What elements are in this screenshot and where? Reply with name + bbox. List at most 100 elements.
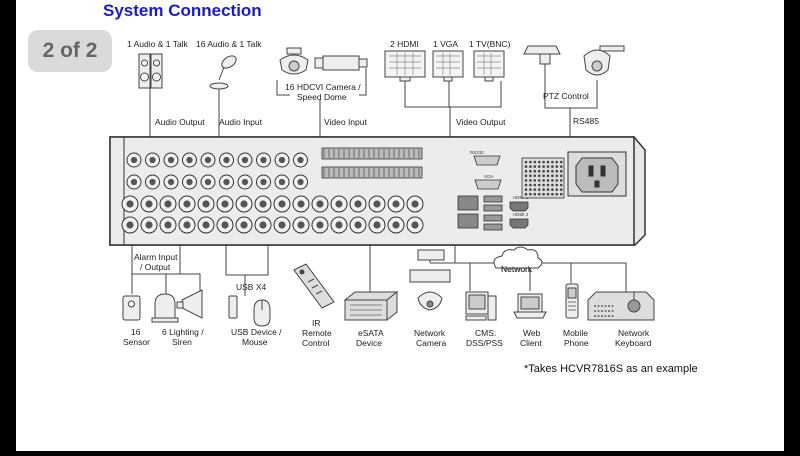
fan-hole	[546, 188, 550, 191]
bnc-connector	[406, 216, 424, 234]
web-client-laptop-icon	[513, 293, 547, 319]
bnc-connector	[182, 152, 197, 168]
fan-hole	[555, 165, 559, 168]
fan-hole	[546, 160, 550, 164]
monitor-icon-tv	[473, 50, 505, 82]
label-lighting-line1: 6 Lighting /	[162, 327, 204, 337]
fan-hole	[546, 174, 550, 178]
bnc-connector	[406, 195, 424, 213]
fan-hole	[537, 183, 541, 187]
label-hdcvi-line1: 16 HDCVI Camera /	[285, 82, 361, 92]
fan-hole	[529, 165, 532, 168]
bnc-connector	[254, 195, 272, 213]
fan-hole	[537, 188, 541, 191]
monitor-icon-hdmi	[384, 50, 426, 82]
fan-hole	[559, 169, 563, 173]
bnc-connector	[273, 195, 291, 213]
label-alarm-line1: Alarm Input	[134, 252, 178, 262]
bnc-connector	[216, 195, 234, 213]
fan-hole	[559, 160, 563, 164]
fan-hole	[546, 192, 550, 196]
label-sensor-line1: 16	[131, 327, 141, 337]
fan-hole	[533, 165, 537, 168]
network-camera-icon	[409, 249, 451, 311]
fan-hole	[551, 169, 554, 173]
bnc-connector	[178, 216, 196, 234]
fan-hole	[533, 160, 537, 164]
fan-hole	[529, 192, 532, 196]
label-audio-output: Audio Output	[155, 117, 205, 127]
fan-hole	[529, 169, 532, 173]
esata-device-icon	[343, 290, 399, 322]
bnc-connector	[200, 174, 216, 190]
label-ir-line1: IR	[312, 318, 321, 328]
label-web-line2: Client	[520, 338, 542, 348]
label-web-line1: Web	[523, 328, 541, 338]
fan-hole	[559, 179, 563, 182]
bnc-connector	[274, 174, 290, 190]
label-alarm-line2: / Output	[140, 262, 171, 272]
label-audio-talk-16: 16 Audio & 1 Talk	[196, 39, 262, 49]
mobile-phone-icon	[565, 283, 579, 319]
label-ir-line3: Control	[302, 338, 330, 348]
bnc-connector	[293, 152, 308, 168]
fan-hole	[546, 165, 550, 168]
fan-hole	[524, 165, 528, 168]
diagram-title: System Connection	[103, 1, 262, 20]
fan-hole	[542, 165, 545, 168]
fan-hole	[542, 179, 545, 182]
fan-hole	[524, 160, 528, 164]
sensor-icon	[122, 295, 141, 321]
bnc-connector	[273, 216, 291, 234]
bnc-connector	[349, 216, 367, 234]
fan-hole	[537, 174, 541, 178]
fan-hole	[542, 169, 545, 173]
bnc-connector	[254, 216, 272, 234]
fan-hole	[551, 183, 554, 187]
fan-hole	[551, 192, 554, 196]
fan-hole	[533, 192, 537, 196]
bnc-connector	[197, 216, 215, 234]
fan-hole	[551, 179, 554, 182]
fan-hole	[529, 179, 532, 182]
fan-hole	[546, 179, 550, 182]
fan-hole	[529, 183, 532, 187]
fan-hole	[533, 169, 537, 173]
fan-hole	[542, 188, 545, 191]
footnote: *Takes HCVR7816S as an example	[524, 363, 698, 375]
bnc-connector	[237, 152, 253, 168]
label-usb-device-line1: USB Device /	[231, 327, 282, 337]
label-ir-line2: Remote	[302, 328, 332, 338]
label-esata-line1: eSATA	[358, 328, 384, 338]
label-mobile-line2: Phone	[564, 338, 589, 348]
ir-remote-icon	[293, 263, 335, 309]
fan-hole	[559, 165, 563, 168]
power-socket	[567, 151, 627, 197]
label-lighting-line2: Siren	[172, 337, 192, 347]
bnc-connector	[293, 174, 308, 190]
bnc-connector	[256, 174, 271, 190]
vga-port	[474, 179, 502, 190]
fan-hole	[542, 174, 545, 178]
bnc-connector	[256, 152, 271, 168]
terminal-block	[321, 147, 423, 179]
fan-hole	[542, 160, 545, 164]
label-network: Network	[501, 264, 533, 274]
rs232-port	[473, 155, 501, 166]
fan-hole	[533, 179, 537, 182]
bnc-connector	[140, 216, 158, 234]
fan-hole	[555, 160, 559, 164]
fan-hole	[551, 165, 554, 168]
label-vga-port: VGA	[484, 174, 494, 179]
usb-ports	[483, 195, 503, 231]
bnc-connector	[235, 216, 253, 234]
lan-port-2	[457, 213, 479, 229]
speed-dome-icon	[279, 47, 309, 75]
page-indicator-button[interactable]: 2 of 2	[28, 30, 112, 72]
label-cms-line2: DSS/PSS	[466, 338, 503, 348]
label-hdmi: 2 HDMI	[390, 39, 419, 49]
label-esata-line2: Device	[356, 338, 382, 348]
cms-computer-icon	[465, 291, 497, 321]
ptz-controller-icon	[523, 45, 561, 80]
